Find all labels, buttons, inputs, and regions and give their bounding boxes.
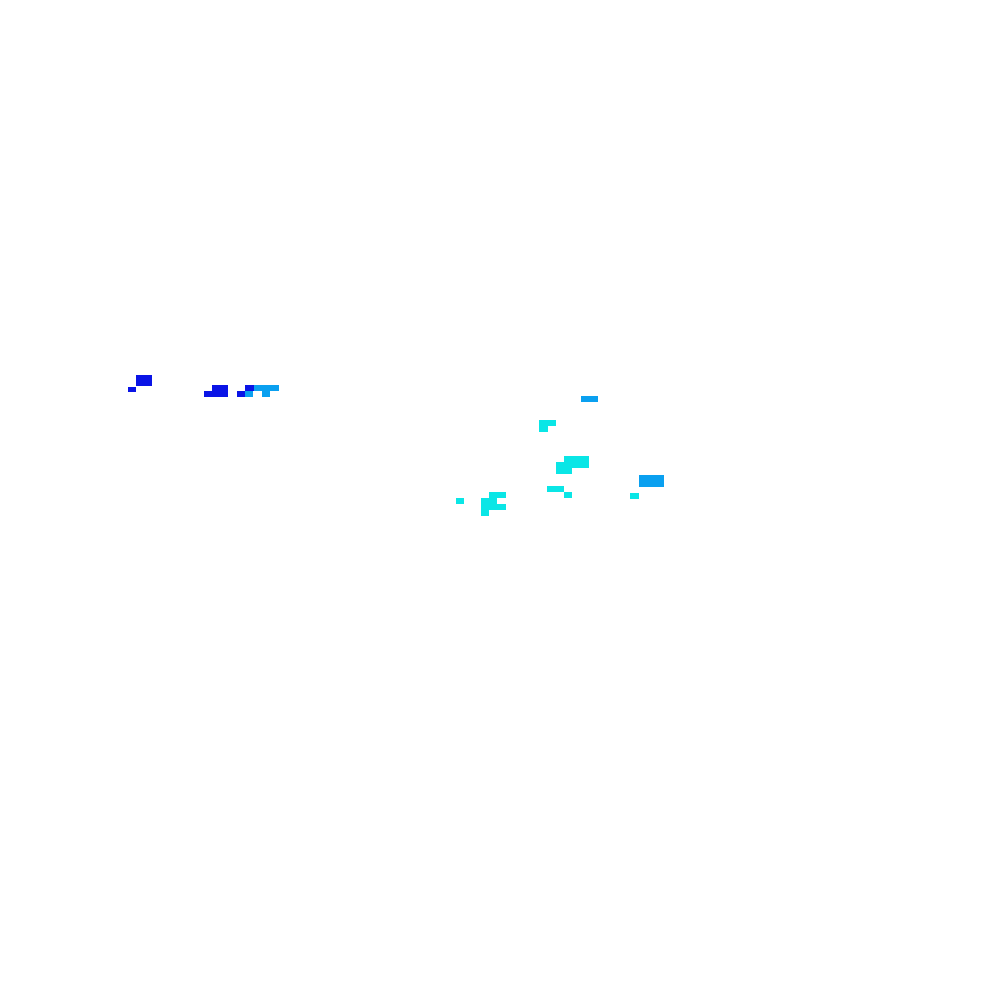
cluster-east-pixel-block	[481, 498, 497, 504]
cluster-east-pixel-block	[539, 420, 556, 426]
cluster-east-pixel-block	[564, 492, 572, 498]
cluster-east-pixel-block	[556, 468, 572, 474]
cluster-east-pixel-block	[481, 510, 489, 516]
cluster-west-pixel-block	[204, 391, 228, 397]
cluster-east-pixel-block	[630, 493, 639, 499]
cluster-west-pixel-block	[128, 387, 136, 392]
cluster-east-pixel-block	[581, 396, 598, 402]
cluster-west-pixel-block	[262, 391, 270, 397]
cluster-west-pixel-block	[237, 391, 245, 397]
cluster-west-pixel-block	[245, 391, 253, 397]
cluster-west-pixel-block	[212, 385, 228, 391]
cluster-east-pixel-block	[556, 462, 589, 468]
cluster-west-pixel-block	[245, 385, 254, 391]
cluster-west-pixel-block	[136, 375, 152, 386]
cluster-east-pixel-block	[481, 504, 506, 510]
cluster-west-pixel-block	[254, 385, 279, 391]
cluster-east-pixel-block	[639, 475, 664, 487]
cluster-east-pixel-block	[539, 426, 548, 432]
cluster-east-pixel-block	[456, 498, 464, 504]
cluster-east-pixel-block	[547, 486, 564, 492]
cluster-east-pixel-block	[489, 492, 506, 498]
cluster-east-pixel-block	[564, 456, 589, 462]
